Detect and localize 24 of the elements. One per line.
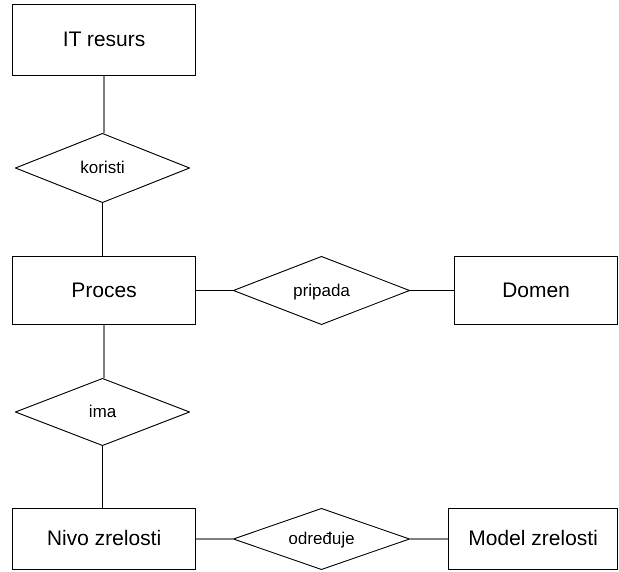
entity-box [12,508,196,570]
node-label: Model zrelosti [468,527,598,551]
relationship-diamond [233,508,410,570]
entity-box [12,256,196,325]
node-label: određuje [288,529,355,549]
connector-line [410,538,448,540]
node-label: koristi [80,158,125,178]
relationship-diamond [233,256,410,325]
node-label: Domen [502,278,570,302]
entity-box [454,256,618,325]
node-label: Proces [71,278,137,302]
connector-line [196,538,234,540]
entity-box [12,4,196,76]
relationship-diamond [15,378,190,446]
connector-line [102,446,103,508]
connector-line [410,290,454,291]
relationship-diamond [15,133,190,203]
node-label: ima [88,402,116,422]
entity-box [448,508,618,570]
connector-line [102,202,103,256]
node-label: IT resurs [62,28,146,52]
connector-line [196,290,234,291]
node-label: Nivo zrelosti [46,527,162,551]
node-label: pripada [293,280,350,300]
